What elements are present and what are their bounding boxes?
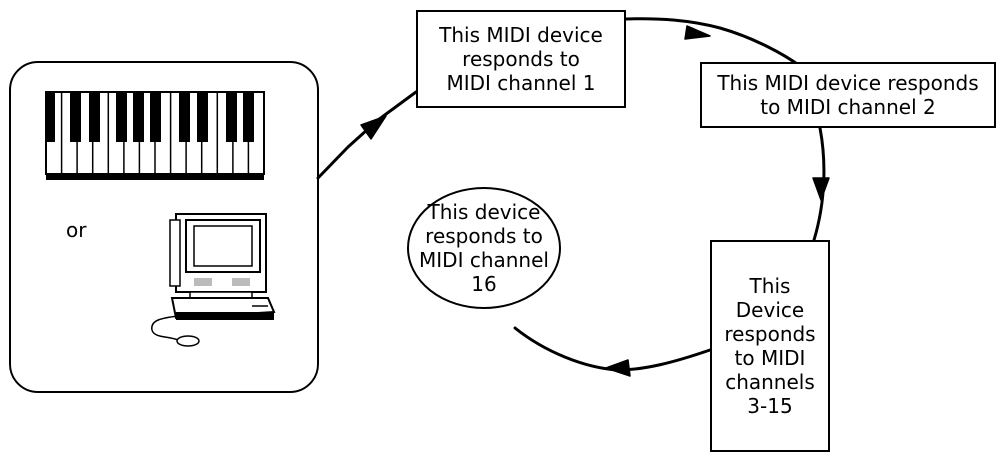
device-channel-2-box: This MIDI device responds to MIDI channe… [700, 62, 996, 128]
ch16-ellipse [407, 187, 561, 309]
keyboard-icon [45, 91, 265, 180]
device-channel-1-box: This MIDI device responds to MIDI channe… [416, 10, 626, 108]
arrow-head-to-ch16 [605, 359, 631, 377]
arrow-head-to-ch3-15 [812, 177, 830, 201]
connector-source-to-ch1 [316, 90, 418, 180]
arrow-head-to-ch1 [360, 115, 387, 140]
device-channels-3-15-box: This Device responds to MIDI channels 3-… [710, 240, 830, 452]
computer-icon [151, 213, 276, 347]
connector-ch1-to-ch2 [624, 17, 802, 68]
device-channel-16-text: This device responds to MIDI channel 16 [419, 200, 549, 296]
arrow-head-to-ch2 [684, 25, 711, 40]
or-label: or [66, 218, 87, 242]
connector-ch3-15-to-ch16 [513, 326, 712, 372]
